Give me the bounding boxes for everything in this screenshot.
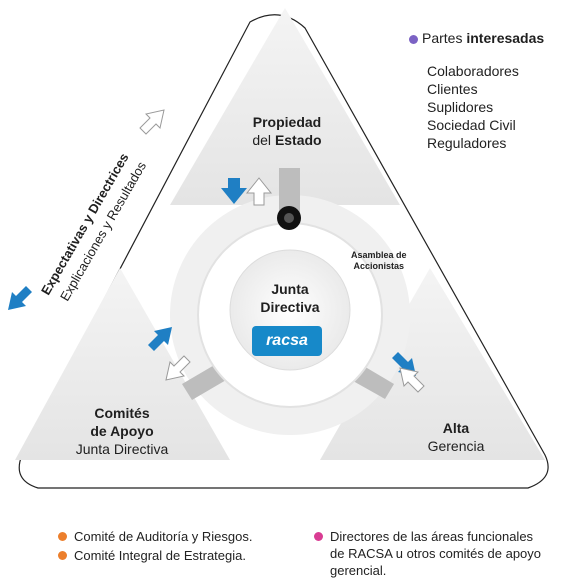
asamblea-label: Asamblea de Accionistas [351, 250, 407, 271]
stakeholders-title: Partes interesadas [422, 30, 545, 46]
racsa-logo: racsa [252, 326, 322, 356]
arrow-left-down [165, 355, 191, 381]
legend-left-bullet-2 [58, 551, 67, 560]
triangle-top [170, 8, 400, 205]
arrow-top-up [245, 177, 273, 206]
triangle-left [15, 268, 230, 460]
legend-left-item-2: Comité Integral de Estrategia. [74, 548, 246, 563]
stakeholder-item: Reguladores [427, 135, 507, 151]
triangle-right [320, 268, 545, 460]
legend-left-item-1: Comité de Auditoría y Riesgos. [74, 529, 253, 544]
legend-right-text: Directores de las áreas funcionales de R… [330, 529, 542, 578]
stakeholder-item: Clientes [427, 81, 478, 97]
stakeholder-item: Sociedad Civil [427, 117, 516, 133]
stakeholders-bullet [409, 35, 418, 44]
legend-left-bullet-1 [58, 532, 67, 541]
arrow-left-up [148, 327, 172, 351]
stakeholder-item: Suplidores [427, 99, 494, 115]
arrow-side-up [139, 109, 165, 135]
node-propiedad-estado: Propiedad del Estado [252, 114, 322, 148]
stakeholder-item: Colaboradores [427, 63, 519, 79]
arrow-side-down [8, 286, 32, 310]
outer-triangle [18, 14, 549, 489]
arrow-top-down [221, 178, 247, 204]
legend-right-bullet [314, 532, 323, 541]
node-alta-gerencia: Alta Gerencia [427, 420, 485, 454]
center-junta-directiva: Junta Directiva [260, 281, 320, 315]
node-comites-apoyo: Comités de Apoyo Junta Directiva [75, 405, 169, 457]
stakeholders-list: Colaboradores Clientes Suplidores Socied… [427, 62, 519, 152]
arrow-right-up [399, 367, 425, 393]
